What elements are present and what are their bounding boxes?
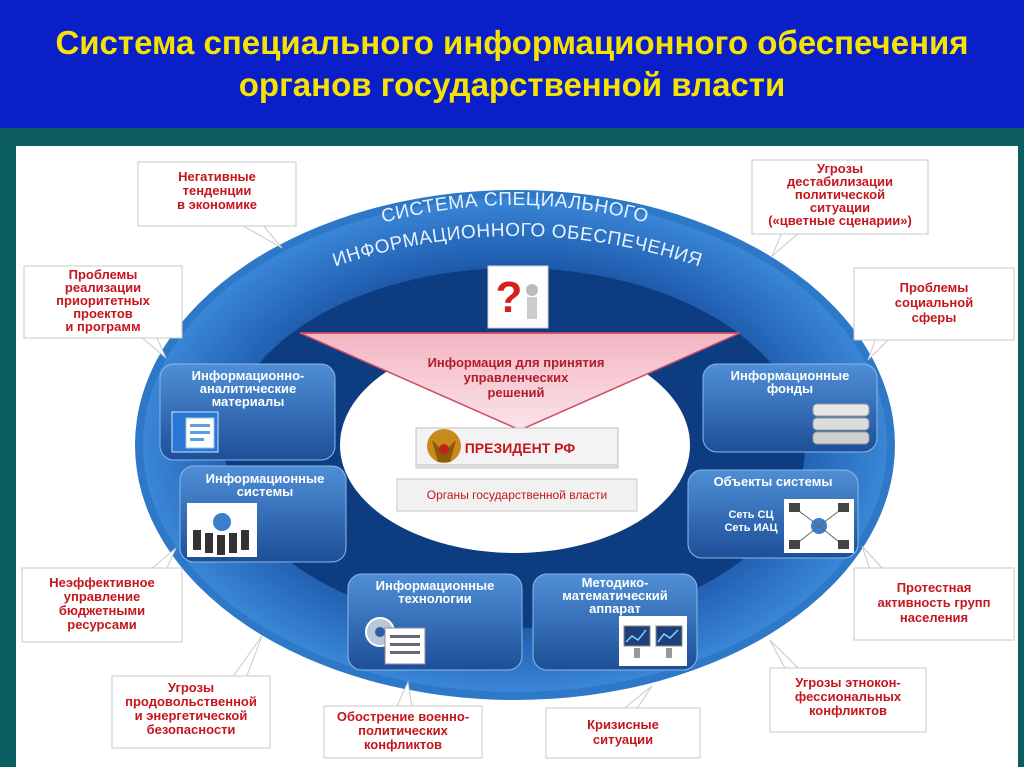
svg-text:технологии: технологии <box>398 591 472 606</box>
svg-text:политической: политической <box>795 187 885 202</box>
svg-text:дестабилизации: дестабилизации <box>787 174 893 189</box>
svg-text:Объекты системы: Объекты системы <box>714 474 833 489</box>
svg-text:математический: математический <box>562 588 667 603</box>
svg-text:Информационные: Информационные <box>731 368 850 383</box>
svg-text:бюджетными: бюджетными <box>59 603 145 618</box>
box-info-technologies: Информационные технологии <box>347 573 523 671</box>
gears-checklist-icon <box>365 617 426 665</box>
callout-protest: Протестная активность групп населения <box>853 545 1015 641</box>
divider-stripe <box>0 128 1024 142</box>
callout-negative-trends: Негативные тенденции в экономике <box>137 161 297 249</box>
svg-text:фессиональных: фессиональных <box>795 689 902 704</box>
authorities-box: Органы государственной власти <box>396 478 638 512</box>
svg-text:Протестная: Протестная <box>897 580 972 595</box>
svg-text:Угрозы этнокон-: Угрозы этнокон- <box>795 675 901 690</box>
president-label: ПРЕЗИДЕНТ РФ <box>465 440 576 456</box>
decision-text-1: Информация для принятия <box>428 355 605 370</box>
svg-text:населения: населения <box>900 610 968 625</box>
svg-text:тенденции: тенденции <box>183 183 252 198</box>
svg-text:(«цветные сценарии»): («цветные сценарии») <box>768 213 912 228</box>
server-network-icon <box>187 503 257 557</box>
svg-text:системы: системы <box>237 484 294 499</box>
network-sc-label: Сеть СЦ <box>728 509 773 521</box>
svg-text:конфликтов: конфликтов <box>364 737 442 752</box>
callout-social-sphere: Проблемы социальной сферы <box>853 267 1015 361</box>
svg-text:приоритетных: приоритетных <box>56 293 150 308</box>
callout-ethno: Угрозы этнокон- фессиональных конфликтов <box>769 639 927 733</box>
box-system-objects: Объекты системы Сеть СЦ Сеть ИАЦ <box>687 469 859 559</box>
svg-text:реализации: реализации <box>65 280 141 295</box>
svg-text:Кризисные: Кризисные <box>587 717 659 732</box>
callout-crisis: Кризисные ситуации <box>545 685 701 759</box>
box-info-systems: Информационные системы <box>179 465 347 563</box>
svg-text:Проблемы: Проблемы <box>69 267 138 282</box>
svg-text:Информационные: Информационные <box>376 578 495 593</box>
svg-text:в экономике: в экономике <box>177 197 257 212</box>
svg-text:и энергетической: и энергетической <box>135 708 248 723</box>
callout-budget: Неэффективное управление бюджетными ресу… <box>21 547 183 643</box>
svg-text:управление: управление <box>64 589 140 604</box>
svg-text:социальной: социальной <box>895 295 973 310</box>
svg-text:безопасности: безопасности <box>147 722 236 737</box>
svg-text:Угрозы: Угрозы <box>817 161 863 176</box>
network-iac-label: Сеть ИАЦ <box>724 522 777 534</box>
svg-text:Угрозы: Угрозы <box>168 680 214 695</box>
svg-text:продовольственной: продовольственной <box>125 694 257 709</box>
svg-text:фонды: фонды <box>767 381 813 396</box>
svg-text:Негативные: Негативные <box>178 169 256 184</box>
svg-text:Информационные: Информационные <box>206 471 325 486</box>
callout-military: Обострение военно- политических конфликт… <box>323 680 483 759</box>
eagle-emblem-icon <box>427 429 461 463</box>
authorities-label: Органы государственной власти <box>427 488 607 502</box>
svg-text:Методико-: Методико- <box>582 575 649 590</box>
svg-text:активность групп: активность групп <box>877 595 990 610</box>
box-math-apparatus: Методико- математический аппарат <box>532 573 698 671</box>
decision-text-3: решений <box>487 385 544 400</box>
svg-text:аналитические: аналитические <box>200 381 296 396</box>
svg-text:ситуации: ситуации <box>810 200 870 215</box>
callout-priority-projects: Проблемы реализации приоритетных проекто… <box>23 265 183 359</box>
svg-text:конфликтов: конфликтов <box>809 703 887 718</box>
decision-text-2: управленческих <box>464 370 570 385</box>
callout-destabilization: Угрозы дестабилизации политической ситуа… <box>751 159 929 257</box>
svg-text:Информационно-: Информационно- <box>192 368 305 383</box>
svg-text:сферы: сферы <box>912 310 957 325</box>
president-box: ПРЕЗИДЕНТ РФ <box>415 427 619 469</box>
svg-text:Неэффективное: Неэффективное <box>49 575 155 590</box>
header-banner <box>0 0 1024 128</box>
svg-text:аппарат: аппарат <box>589 601 641 616</box>
box-analytic-materials: Информационно- аналитические материалы <box>159 363 336 461</box>
folder-documents-icon <box>171 411 219 453</box>
svg-text:Обострение военно-: Обострение военно- <box>337 709 469 724</box>
callout-food-energy: Угрозы продовольственной и энергетическо… <box>111 635 271 749</box>
database-icon <box>812 403 870 445</box>
page-title: Система специального информационного обе… <box>0 22 1024 106</box>
svg-text:Проблемы: Проблемы <box>900 280 969 295</box>
title-line-1: Система специального информационного обе… <box>55 24 969 61</box>
svg-text:?: ? <box>496 273 523 322</box>
svg-text:материалы: материалы <box>212 394 285 409</box>
network-nodes-icon <box>784 499 854 553</box>
question-mark-icon: ? <box>487 265 549 329</box>
box-info-funds: Информационные фонды <box>702 363 878 453</box>
monitors-chart-icon <box>619 616 687 666</box>
svg-text:и программ: и программ <box>65 319 140 334</box>
svg-text:проектов: проектов <box>73 306 133 321</box>
title-line-2: органов государственной власти <box>238 66 786 103</box>
svg-text:ситуации: ситуации <box>593 732 653 747</box>
svg-text:политических: политических <box>358 723 448 738</box>
svg-text:ресурсами: ресурсами <box>67 617 136 632</box>
